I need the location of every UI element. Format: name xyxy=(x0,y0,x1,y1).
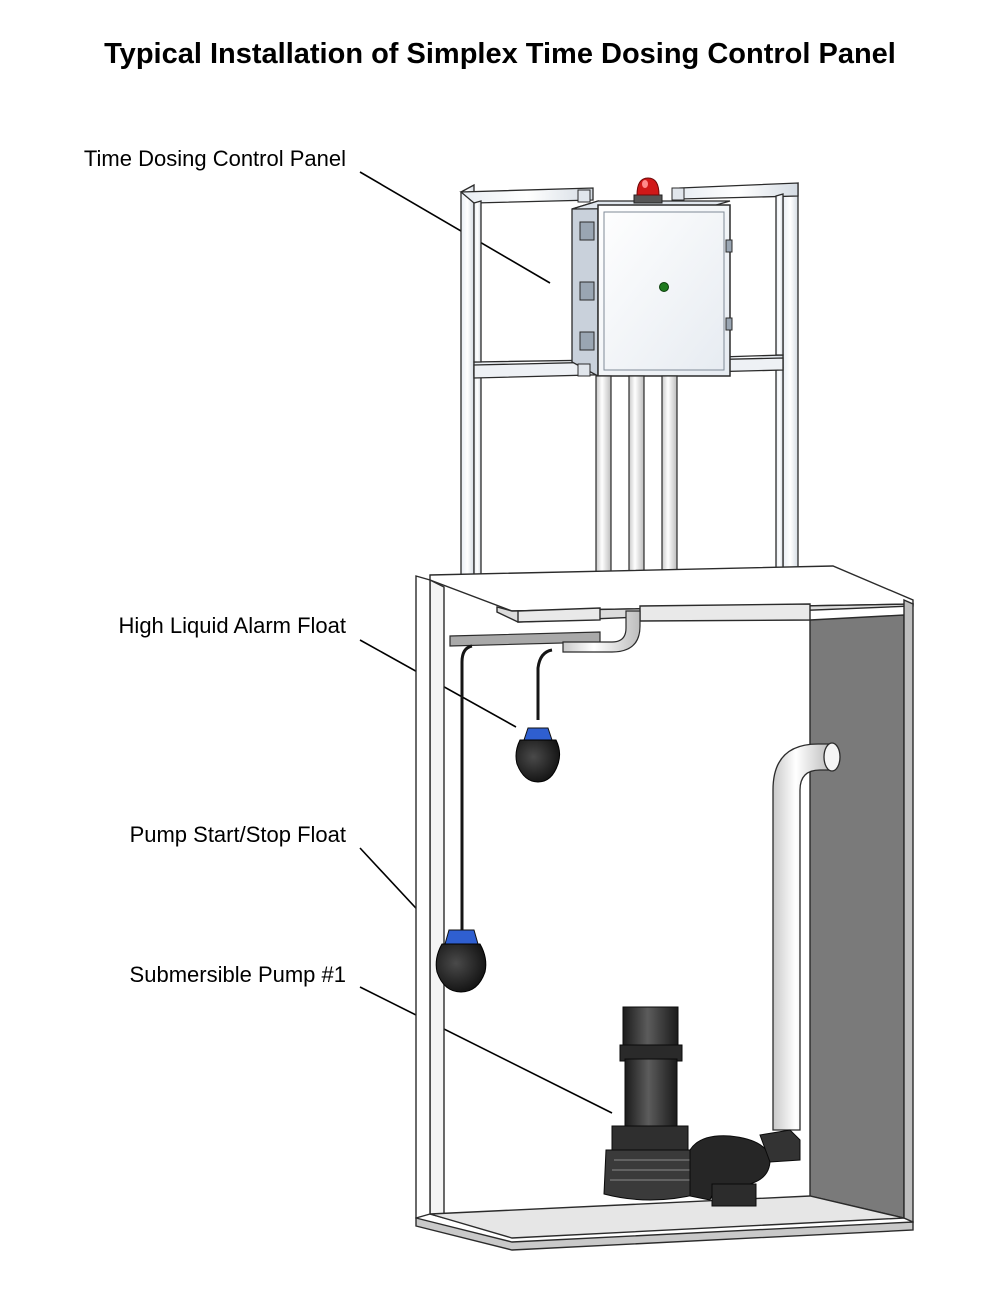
submersible-pump xyxy=(603,1006,801,1207)
discharge-pipe xyxy=(772,742,841,1131)
float-cables xyxy=(460,644,553,930)
control-panel-enclosure xyxy=(571,187,733,378)
leader-line-pump xyxy=(359,986,613,1114)
submersible-pump-label: Submersible Pump #1 xyxy=(129,962,346,987)
pump-start-stop-float-label: Pump Start/Stop Float xyxy=(129,822,346,847)
high-liquid-alarm-float xyxy=(515,727,561,783)
conduits xyxy=(595,375,678,579)
alarm-beacon-icon xyxy=(633,177,663,204)
conduit-elbow xyxy=(562,610,641,653)
diagram-title: Typical Installation of Simplex Time Dos… xyxy=(104,38,896,70)
indicator-led-icon xyxy=(659,282,669,292)
leader-line-control-panel xyxy=(359,171,551,284)
pump-start-stop-float xyxy=(435,929,487,993)
control-panel-label: Time Dosing Control Panel xyxy=(83,146,346,171)
high-liquid-alarm-float-label: High Liquid Alarm Float xyxy=(118,613,346,638)
